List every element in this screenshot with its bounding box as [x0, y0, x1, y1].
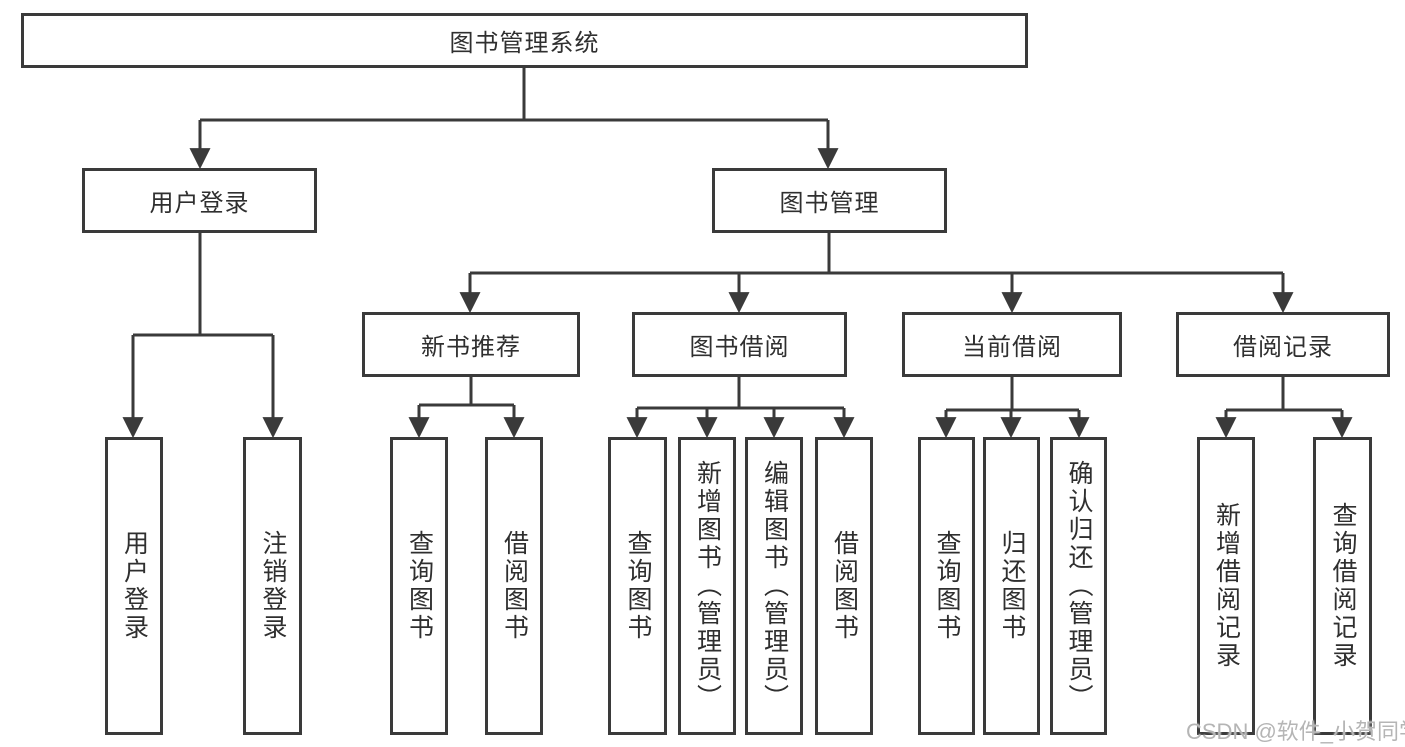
node-new-book-recommend: 新书推荐 [362, 312, 580, 377]
node-add-books-admin: 新增图书（管理员） [678, 437, 736, 735]
node-borrow-books-under-borrowing: 借阅图书 [815, 437, 873, 735]
node-label: 用户登录 [120, 530, 149, 642]
node-label: 借阅图书 [500, 530, 529, 642]
node-label: 编辑图书（管理员） [760, 460, 789, 712]
node-add-borrow-record: 新增借阅记录 [1197, 437, 1255, 735]
node-query-borrow-record: 查询借阅记录 [1313, 437, 1372, 735]
node-label: 查询图书 [624, 530, 652, 642]
node-label: 借阅图书 [830, 530, 859, 642]
node-query-books-under-current: 查询图书 [918, 437, 975, 735]
node-user-login-leaf: 用户登录 [105, 437, 163, 735]
node-confirm-return-admin: 确认归还（管理员） [1050, 437, 1107, 735]
node-label: 注销登录 [259, 530, 287, 642]
node-borrow-books-under-recommend: 借阅图书 [485, 437, 543, 735]
node-book-borrowing: 图书借阅 [632, 312, 847, 377]
node-query-books-under-recommend: 查询图书 [390, 437, 448, 735]
node-book-management-module: 图书管理 [712, 168, 947, 233]
node-logout-leaf: 注销登录 [243, 437, 302, 735]
csdn-watermark: CSDN @软件_小贺同学 [1186, 719, 1405, 744]
node-user-login-module: 用户登录 [82, 168, 317, 233]
node-current-borrowing: 当前借阅 [902, 312, 1122, 377]
node-borrowing-records: 借阅记录 [1176, 312, 1390, 377]
node-label: 归还图书 [998, 530, 1026, 642]
node-query-books-under-borrowing: 查询图书 [608, 437, 667, 735]
node-return-books: 归还图书 [983, 437, 1040, 735]
node-label: 查询图书 [933, 530, 961, 642]
node-library-management-system: 图书管理系统 [21, 13, 1028, 68]
node-label: 确认归还（管理员） [1065, 460, 1093, 712]
node-label: 新增图书（管理员） [693, 460, 722, 712]
node-edit-books-admin: 编辑图书（管理员） [745, 437, 803, 735]
node-label: 新增借阅记录 [1212, 502, 1241, 670]
node-label: 查询图书 [405, 530, 434, 642]
node-label: 查询借阅记录 [1329, 502, 1357, 670]
